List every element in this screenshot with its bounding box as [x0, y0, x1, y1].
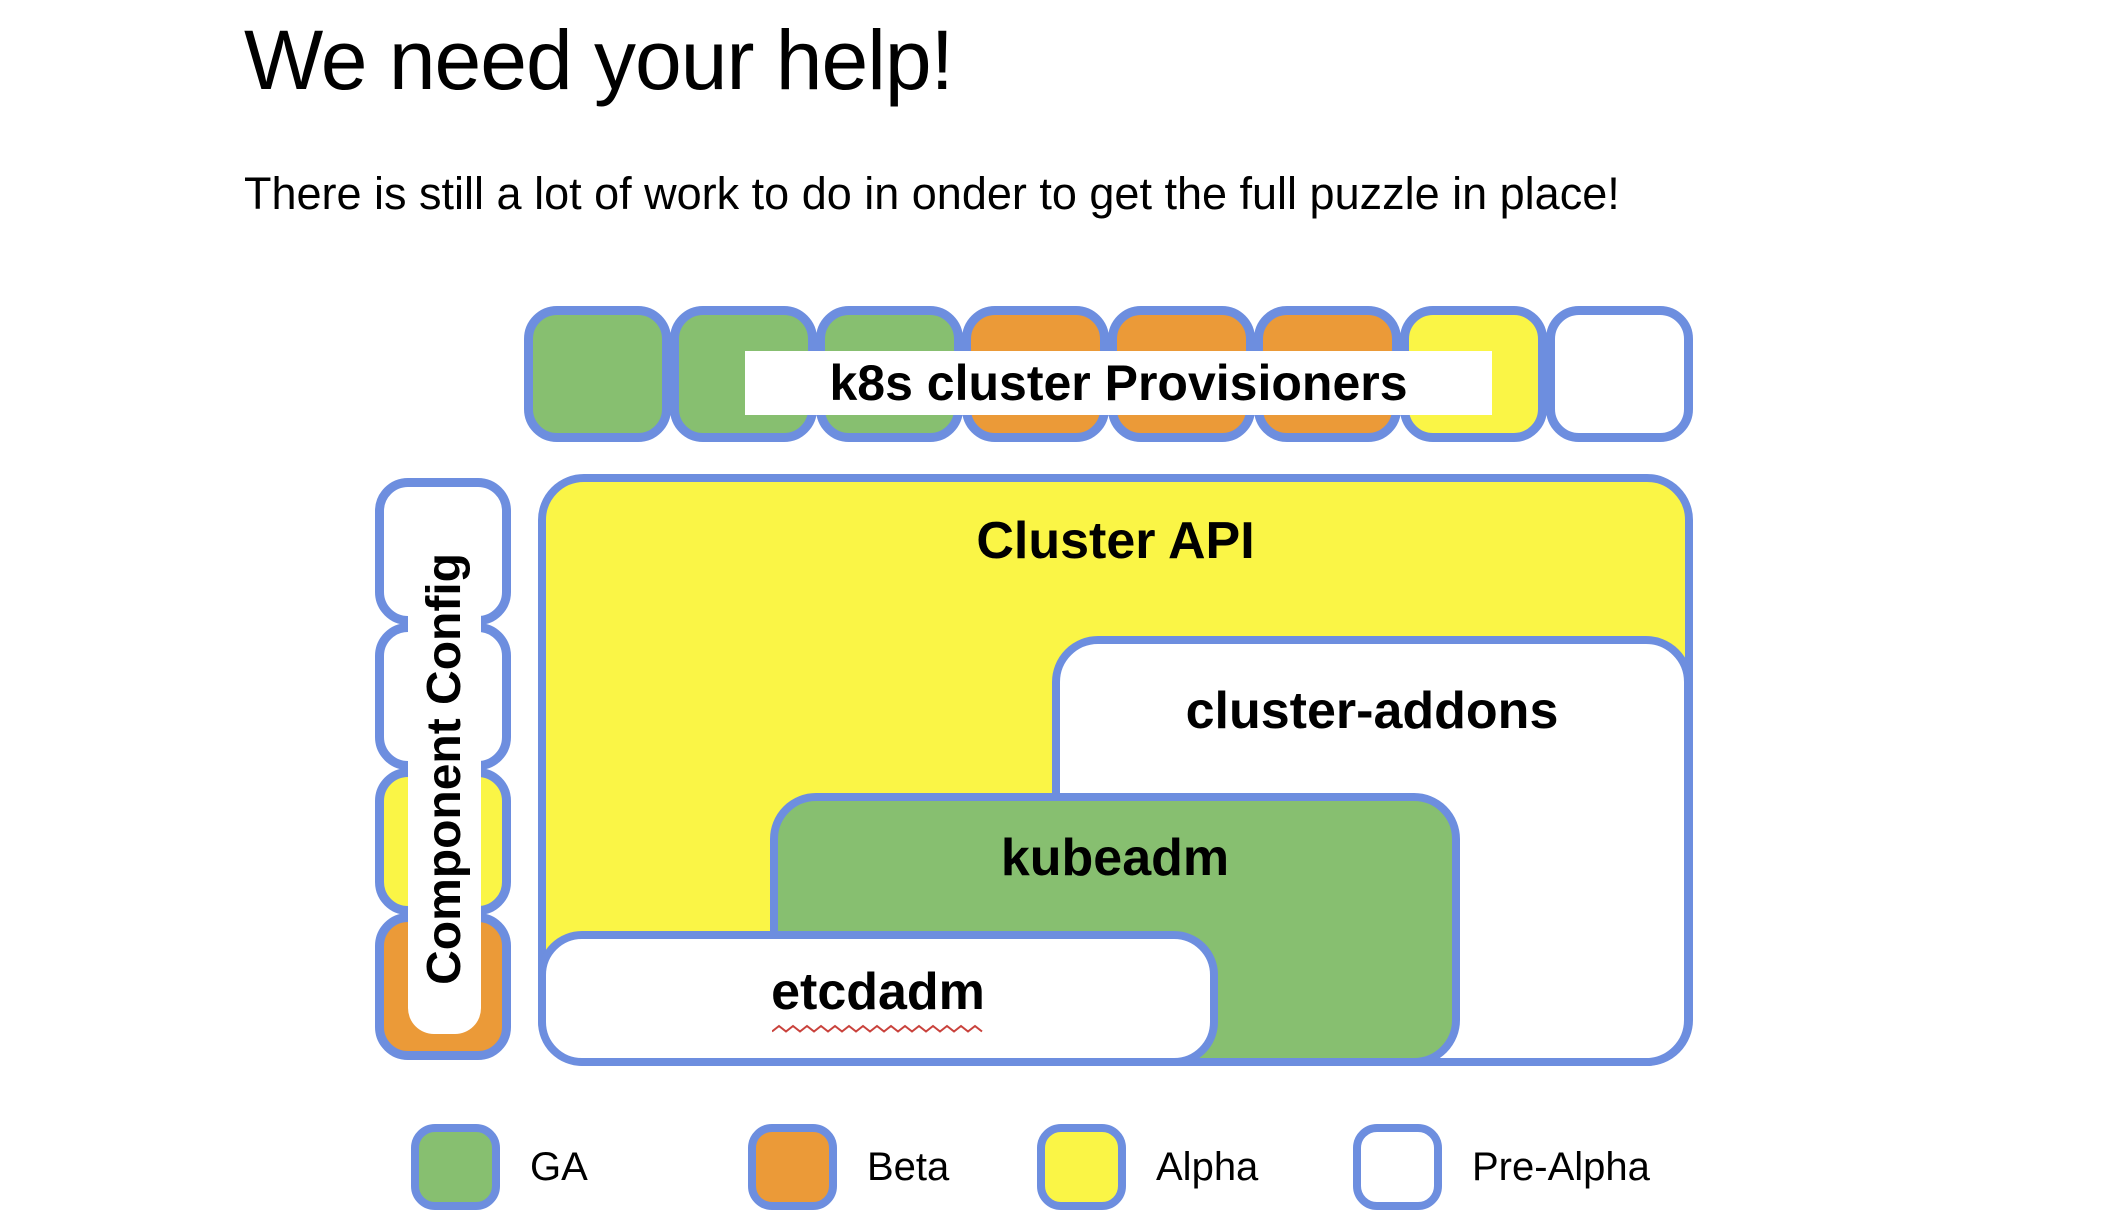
puzzle-piece-ga — [524, 306, 671, 442]
etcdadm-label: etcdadm — [771, 963, 985, 1022]
legend-label-pre-alpha: Pre-Alpha — [1472, 1144, 1650, 1189]
legend-item-beta: Beta — [748, 1124, 949, 1210]
legend-swatch-pre-alpha — [1353, 1124, 1442, 1210]
page-title: We need your help! — [244, 13, 954, 107]
legend-swatch-beta — [748, 1124, 837, 1210]
cluster-api-label: Cluster API — [976, 512, 1255, 570]
legend-item-pre-alpha: Pre-Alpha — [1353, 1124, 1650, 1210]
spellcheck-squiggle — [772, 1024, 983, 1033]
component-config-label: Component Config — [418, 552, 471, 985]
page-subtitle: There is still a lot of work to do in on… — [244, 168, 1620, 219]
legend-label-alpha: Alpha — [1156, 1144, 1259, 1189]
legend-item-ga: GA — [411, 1124, 588, 1210]
legend-item-alpha: Alpha — [1037, 1124, 1258, 1210]
provisioners-label-box: k8s cluster Provisioners — [745, 351, 1492, 415]
provisioners-label: k8s cluster Provisioners — [829, 355, 1408, 411]
etcdadm-block: etcdadm — [538, 931, 1218, 1066]
kubeadm-label: kubeadm — [1000, 829, 1230, 887]
legend-label-ga: GA — [530, 1144, 588, 1189]
legend-swatch-alpha — [1037, 1124, 1126, 1210]
component-config-label-box: Component Config — [408, 503, 481, 1034]
puzzle-piece-pre_alpha — [1546, 306, 1693, 442]
legend-swatch-ga — [411, 1124, 500, 1210]
cluster-addons-label: cluster-addons — [1185, 682, 1559, 740]
legend-label-beta: Beta — [867, 1144, 950, 1189]
